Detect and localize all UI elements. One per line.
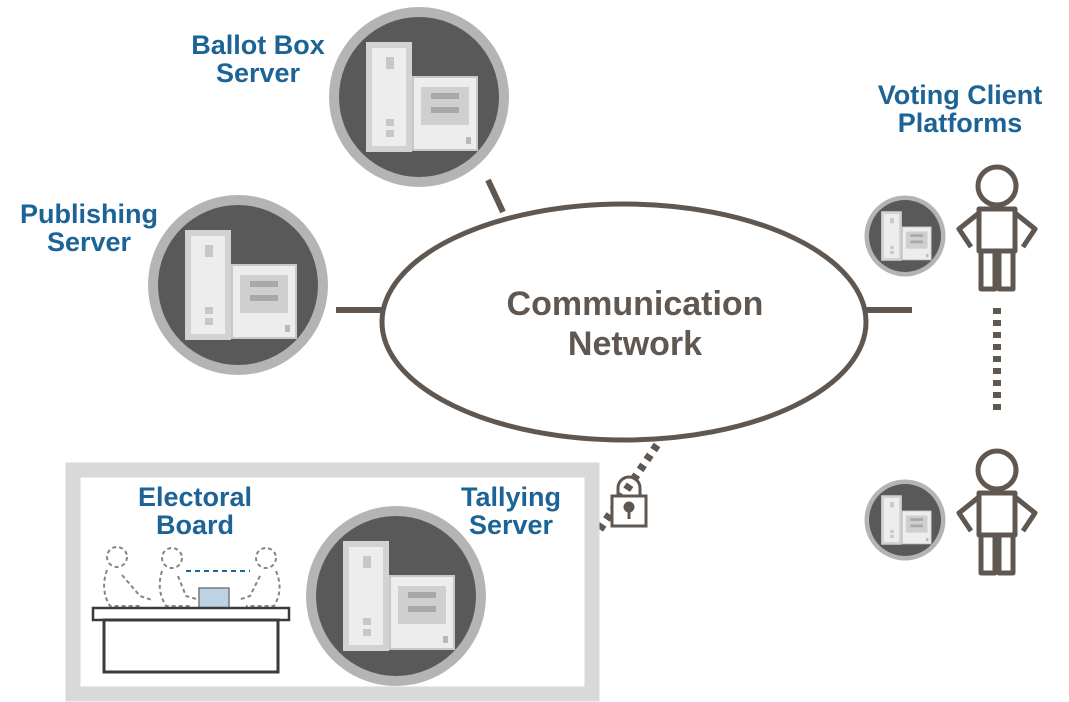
lock-icon [610,475,648,528]
electoral-board-meeting-icon [91,546,291,674]
ballot-box-label-line2: Server [215,58,301,88]
publishing-server-icon [147,194,329,376]
tallying-label-line2: Server [468,510,554,540]
network-title-line2: Network [567,325,703,363]
publishing-server-label: Publishing Server [4,200,174,256]
voting-clients-label-line1: Voting Client [877,80,1043,110]
tallying-server-label: Tallying Server [436,483,586,539]
electoral-board-label-line1: Electoral [137,482,253,512]
network-title-line1: Communication [506,285,764,323]
voting-clients-label-line2: Platforms [897,108,1023,138]
tallying-dotted-link [558,442,661,588]
ballot-box-label-line1: Ballot Box [191,30,325,60]
ballot-box-server-icon [328,6,510,188]
communication-network-ellipse [379,201,869,443]
ballot-box-link [485,178,506,214]
voting-client-platforms-label: Voting Client Platforms [856,81,1064,137]
person-icon [959,167,1035,289]
publishing-label-line1: Publishing [20,199,158,229]
voting-client-computer-icon [864,479,946,561]
person-icon [959,451,1035,573]
publishing-label-line2: Server [46,227,132,257]
ballot-box-server-label: Ballot Box Server [168,31,348,87]
electoral-board-label-line2: Board [155,510,234,540]
voting-client-computer-icon [864,195,946,277]
communication-network-label: Communication Network [445,284,825,364]
tallying-label-line1: Tallying [460,482,561,512]
electoral-board-label: Electoral Board [115,483,275,539]
